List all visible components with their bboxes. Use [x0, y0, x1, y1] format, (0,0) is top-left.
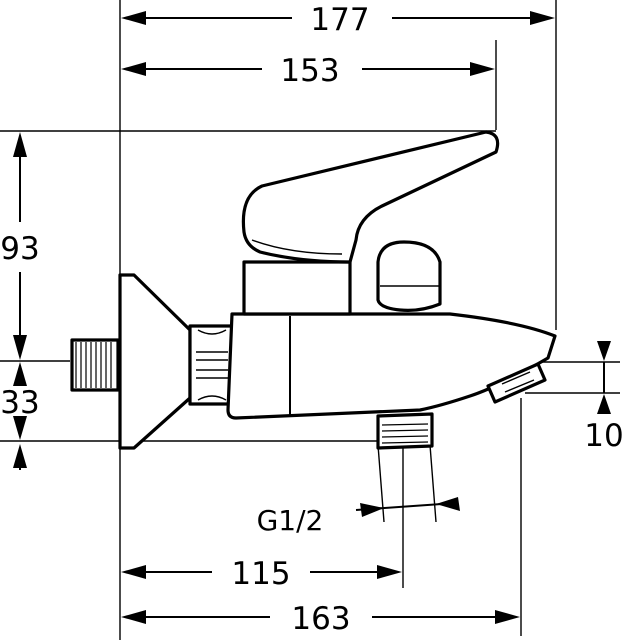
dimension-label-33: 33 [0, 385, 39, 421]
dimension-height: 93 [0, 132, 40, 360]
dimension-overall-width: 177 [121, 2, 555, 38]
faucet-outline [70, 130, 557, 450]
hex-nut [188, 324, 234, 406]
dimension-outlet-distance: 115 [121, 556, 402, 592]
dimension-lever-reach: 153 [121, 53, 495, 89]
dimension-inlet-height: 33 [0, 362, 40, 470]
dimension-label-93: 93 [0, 231, 39, 267]
inlet-thread [70, 338, 120, 392]
lever-handle [241, 130, 500, 264]
dimension-label-115: 115 [231, 556, 290, 592]
dimension-spout-reach: 163 [121, 601, 520, 637]
wall-rosette [118, 273, 192, 450]
dimension-label-177: 177 [310, 2, 369, 38]
aerator [486, 362, 547, 404]
dimension-spout-height: 10 [584, 341, 624, 454]
faucet-body-spout [226, 312, 557, 420]
outlet-pipe [376, 412, 434, 450]
diverter-knob [376, 240, 442, 312]
dimension-label-163: 163 [291, 601, 350, 637]
dimension-label-10: 10 [584, 418, 623, 454]
dimension-outlet-thread: G1/2 [257, 497, 460, 537]
dimension-label-g12: G1/2 [257, 504, 324, 537]
lever-contour [251, 239, 343, 255]
cartridge-housing [242, 260, 352, 316]
dimension-label-153: 153 [280, 53, 339, 89]
